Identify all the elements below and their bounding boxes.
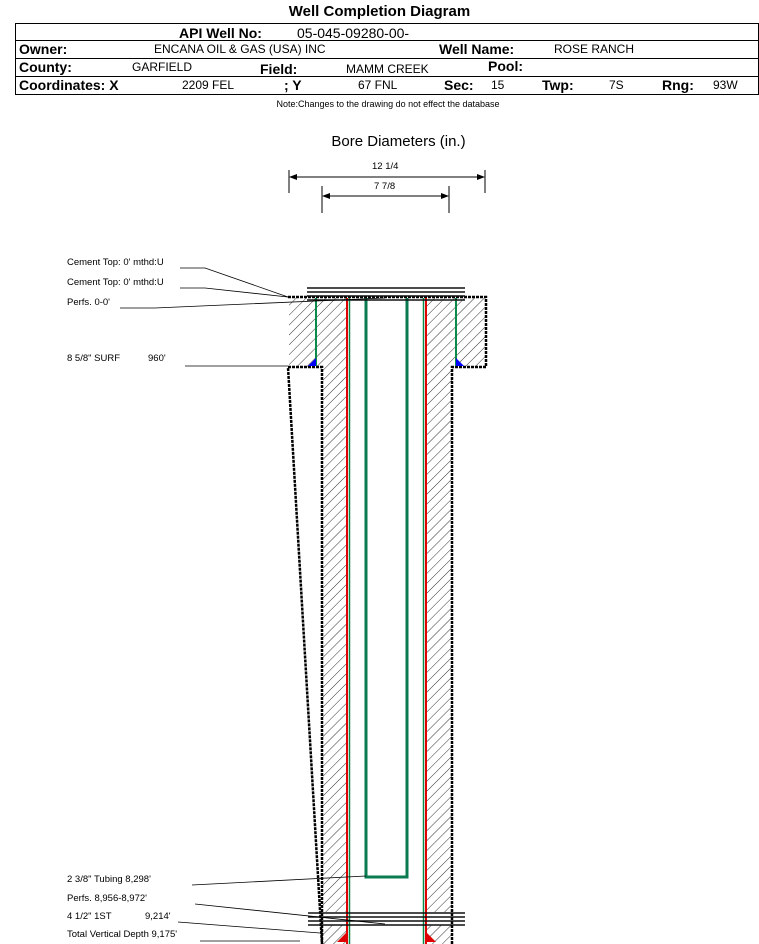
field-value: MAMM CREEK — [346, 62, 429, 76]
api-label: API Well No: — [179, 25, 262, 41]
production-casing — [337, 298, 436, 944]
coord-y-label: ; Y — [284, 77, 302, 93]
bore-inner-label: 7 7/8 — [374, 181, 396, 192]
bore-inner-dimension — [321, 186, 450, 213]
owner-label: Owner: — [19, 41, 68, 57]
coord-y-value: 67 FNL — [358, 78, 398, 92]
surface-casing-label: 8 5/8" SURF — [67, 353, 121, 364]
tubing — [364, 298, 409, 879]
rng-value: 93W — [713, 78, 738, 92]
perfs-bottom-label: Perfs. 8,956-8,972' — [67, 893, 147, 904]
cement-top-label-1: Cement Top: 0' mthd:U — [67, 257, 164, 268]
surface-shoe-right — [456, 358, 464, 366]
twp-value: 7S — [609, 78, 624, 92]
bore-outer-label: 12 1/4 — [372, 161, 399, 172]
county-value: GARFIELD — [132, 60, 193, 74]
surface-shoe-left — [308, 358, 316, 366]
sec-label: Sec: — [444, 77, 474, 93]
hole-wall — [286, 295, 488, 944]
leader-lines — [120, 267, 386, 942]
cement-top-label-2: Cement Top: 0' mthd:U — [67, 277, 164, 288]
sec-value: 15 — [491, 78, 505, 92]
cement — [289, 298, 485, 944]
perfs-top-label: Perfs. 0-0' — [67, 297, 110, 308]
bore-diameters-title: Bore Diameters (in.) — [331, 133, 466, 150]
well-name-label: Well Name: — [439, 41, 515, 57]
production-casing-label: 4 1/2" 1ST — [67, 911, 112, 922]
page-title: Well Completion Diagram — [288, 3, 471, 20]
tubing-label: 2 3/8" Tubing 8,298' — [67, 874, 151, 885]
api-value: 05-045-09280-00- — [297, 25, 410, 41]
pool-label: Pool: — [488, 58, 523, 74]
well-name-value: ROSE RANCH — [554, 42, 635, 56]
well-header-table: API Well No: 05-045-09280-00- Owner: ENC… — [15, 23, 759, 95]
note-text: Note:Changes to the drawing do not effec… — [276, 99, 500, 109]
coord-x-value: 2209 FEL — [182, 78, 235, 92]
field-label: Field: — [260, 61, 298, 77]
county-label: County: — [19, 59, 72, 75]
rng-label: Rng: — [662, 77, 694, 93]
twp-label: Twp: — [542, 77, 574, 93]
owner-value: ENCANA OIL & GAS (USA) INC — [154, 42, 326, 56]
bore-outer-dimension — [288, 170, 486, 193]
total-vertical-depth-label: Total Vertical Depth 9,175' — [67, 929, 178, 940]
coord-x-label: Coordinates: X — [19, 77, 119, 93]
production-casing-depth: 9,214' — [145, 911, 171, 922]
perforation-lines — [308, 912, 465, 926]
surface-casing-depth: 960' — [148, 353, 166, 364]
